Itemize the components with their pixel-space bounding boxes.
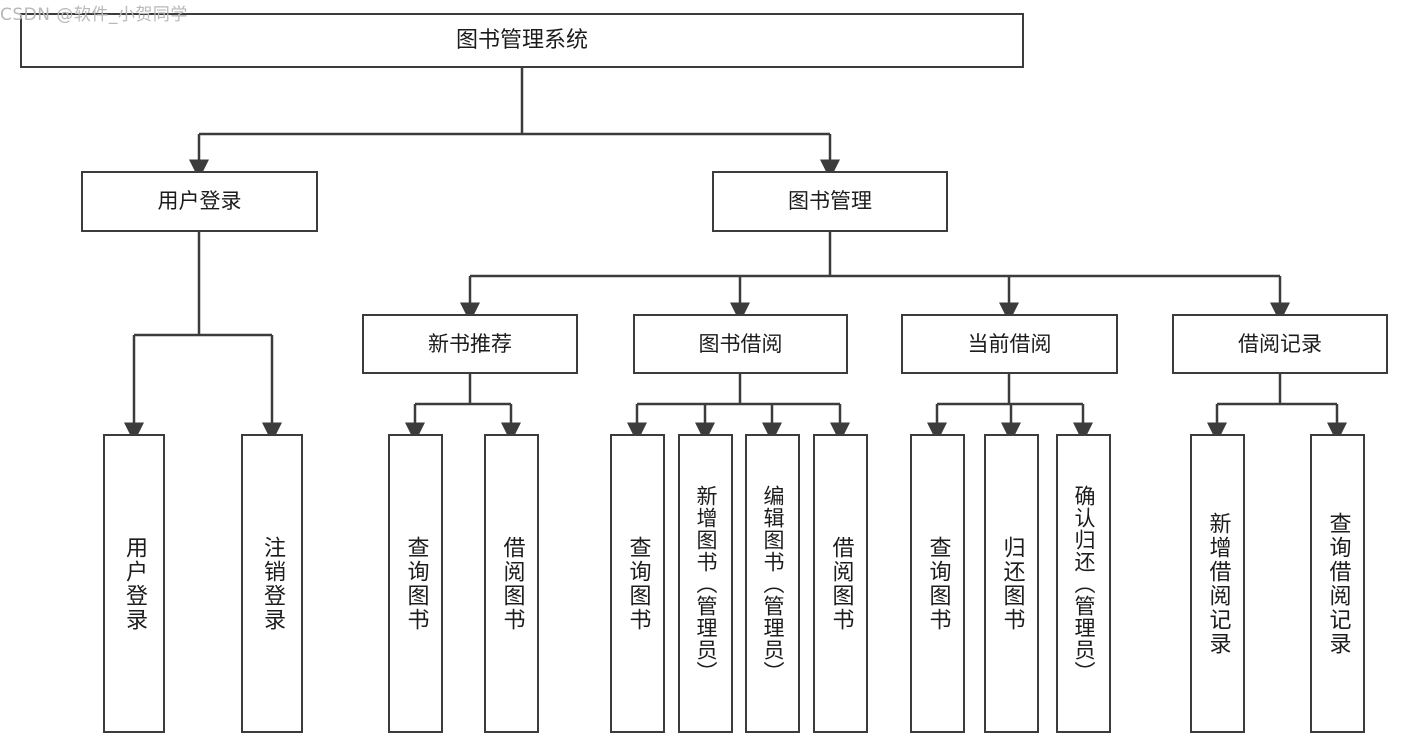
- node-leaf-user-login[interactable]: 用户登录: [103, 434, 165, 733]
- node-label: 查询图书: [925, 535, 951, 632]
- node-leaf-edit-book[interactable]: 编辑图书（管理员）: [745, 434, 800, 733]
- node-label: 当前借阅: [967, 331, 1052, 356]
- node-leaf-return-book[interactable]: 归还图书: [984, 434, 1039, 733]
- node-leaf-borrow-book-2[interactable]: 借阅图书: [813, 434, 868, 733]
- node-book-borrow[interactable]: 图书借阅: [633, 314, 848, 374]
- node-leaf-user-logout[interactable]: 注销登录: [241, 434, 303, 733]
- node-label: 新增借阅记录: [1205, 511, 1231, 656]
- node-label: 用户登录: [157, 189, 242, 214]
- node-label: 借阅图书: [828, 535, 854, 632]
- csdn-watermark: CSDN @软件_小贺同学: [0, 5, 188, 25]
- node-label: 借阅记录: [1238, 331, 1322, 356]
- node-label: 确认归还（管理员）: [1072, 484, 1096, 683]
- node-label: 查询借阅记录: [1325, 511, 1351, 656]
- node-leaf-query-book-1[interactable]: 查询图书: [388, 434, 443, 733]
- node-leaf-confirm-return[interactable]: 确认归还（管理员）: [1056, 434, 1111, 733]
- node-new-book-recommend[interactable]: 新书推荐: [362, 314, 578, 374]
- node-label: 新增图书（管理员）: [694, 484, 718, 683]
- node-label: 编辑图书（管理员）: [761, 484, 785, 683]
- node-label: 查询图书: [625, 535, 651, 632]
- node-current-borrow[interactable]: 当前借阅: [901, 314, 1118, 374]
- node-leaf-add-book[interactable]: 新增图书（管理员）: [678, 434, 733, 733]
- node-leaf-query-book-2[interactable]: 查询图书: [610, 434, 665, 733]
- node-label: 图书管理系统: [455, 27, 588, 53]
- node-book-manage[interactable]: 图书管理: [712, 171, 948, 232]
- node-leaf-borrow-book-1[interactable]: 借阅图书: [484, 434, 539, 733]
- node-label: 借阅图书: [499, 535, 525, 632]
- node-leaf-query-record[interactable]: 查询借阅记录: [1310, 434, 1365, 733]
- node-label: 新书推荐: [428, 331, 512, 356]
- node-label: 用户登录: [122, 535, 147, 632]
- node-label: 注销登录: [260, 535, 285, 632]
- node-label: 归还图书: [999, 535, 1025, 632]
- node-borrow-record[interactable]: 借阅记录: [1172, 314, 1388, 374]
- node-root[interactable]: 图书管理系统: [20, 13, 1024, 68]
- node-label: 查询图书: [403, 535, 429, 632]
- node-label: 图书管理: [788, 189, 872, 214]
- node-leaf-query-book-3[interactable]: 查询图书: [910, 434, 965, 733]
- node-user-login[interactable]: 用户登录: [81, 171, 318, 232]
- node-label: 图书借阅: [698, 331, 783, 356]
- node-leaf-add-record[interactable]: 新增借阅记录: [1190, 434, 1245, 733]
